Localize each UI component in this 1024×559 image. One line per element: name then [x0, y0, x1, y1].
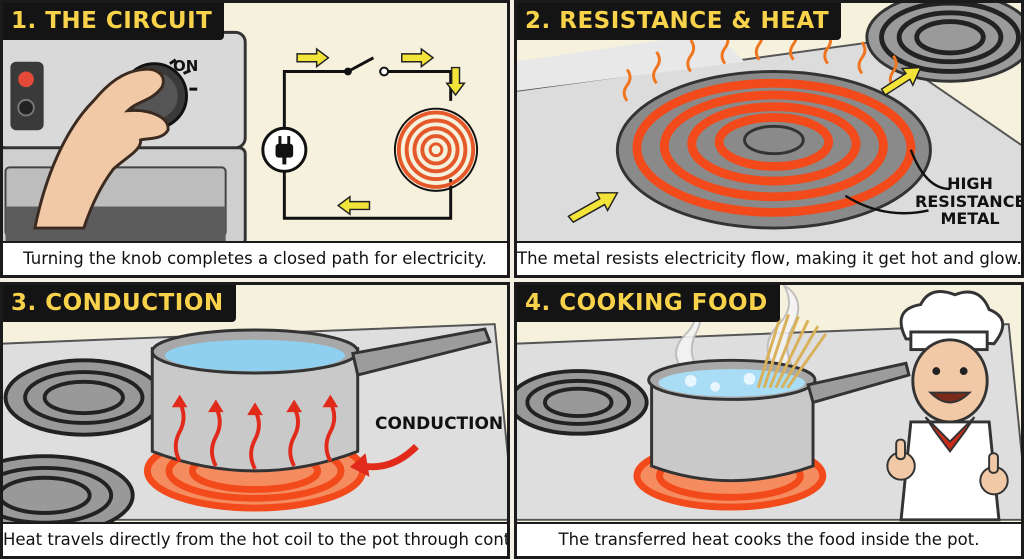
panel-resistance-heat: HIGH RESISTANCE METAL 2. RESISTANCE & HE…: [514, 0, 1024, 278]
pasta-icon: [756, 313, 827, 389]
panel-caption: The transferred heat cooks the food insi…: [517, 522, 1021, 556]
panel-title: 3. CONDUCTION: [3, 285, 236, 322]
panel-caption: Turning the knob completes a closed path…: [3, 241, 507, 275]
panel-title: 2. RESISTANCE & HEAT: [517, 3, 842, 40]
panel-title: 4. COOKING FOOD: [517, 285, 780, 322]
circuit-wire: [282, 70, 453, 220]
heat-arrow-icon: [173, 401, 337, 470]
arrow-icon: [567, 66, 922, 224]
burner-icon: [865, 3, 1021, 83]
pot-icon: [647, 358, 911, 483]
panel-caption: The metal resists electricity flow, maki…: [517, 241, 1021, 275]
heat-arrow-icon: [171, 394, 339, 416]
label-line: HIGH: [947, 174, 993, 193]
panel-caption: Heat travels directly from the hot coil …: [3, 522, 507, 556]
conduction-illustration: [3, 323, 507, 537]
high-resistance-metal-label: HIGH RESISTANCE METAL: [915, 174, 1024, 229]
resistance-illustration: [517, 3, 1021, 249]
panel-conduction: CONDUCTION 3. CONDUCTION Heat travels di…: [0, 282, 510, 559]
arrow-icon: [296, 47, 466, 216]
switch-icon: [344, 56, 390, 77]
label-line: METAL: [940, 209, 1000, 229]
chef-icon: [886, 290, 1009, 522]
burner-icon: [517, 369, 649, 436]
indicator-light-icon: [18, 71, 34, 88]
label-line: RESISTANCE: [915, 191, 1024, 211]
glowing-coil-icon: [632, 78, 916, 217]
burner-icon: [3, 358, 165, 537]
conduction-label: CONDUCTION: [375, 414, 504, 434]
panel-cooking-food: 4. COOKING FOOD The transferred heat coo…: [514, 282, 1024, 559]
cooking-illustration: [517, 285, 1021, 522]
panel-circuit: ON 1. THE CIRCUIT Turning the knob compl…: [0, 0, 510, 278]
circuit-illustration: [3, 30, 479, 248]
plug-icon: [261, 126, 308, 173]
on-label: ON: [173, 57, 199, 75]
coil-icon: [393, 107, 479, 192]
panel-title: 1. THE CIRCUIT: [3, 3, 225, 40]
hand-icon: [33, 67, 170, 230]
